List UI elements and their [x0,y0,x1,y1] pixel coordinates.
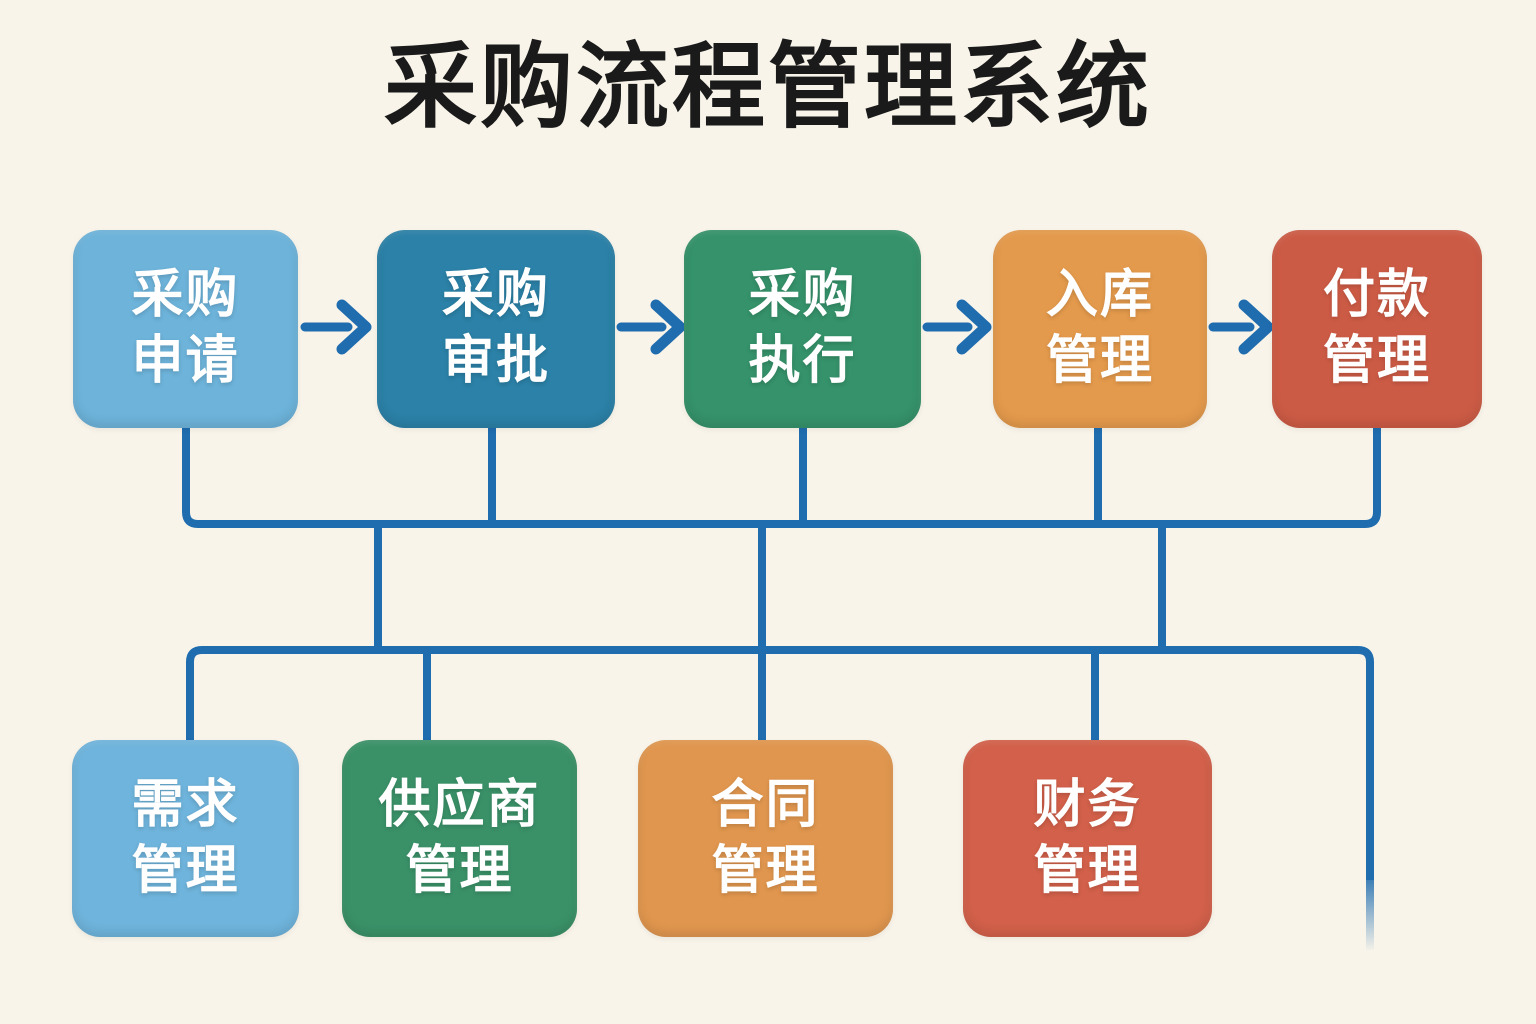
node-label-line: 财务 [1033,775,1142,834]
node-label-line: 审批 [441,332,550,390]
bus2-line [186,646,1374,880]
node-label-line: 管理 [1322,332,1431,390]
node-label-line: 采购 [748,266,857,325]
node-label-line: 需求 [131,775,240,834]
node-label-line: 管理 [1033,841,1142,900]
node-label-line: 管理 [1045,332,1154,390]
node-label-line: 管理 [405,841,514,900]
node-label-line: 执行 [748,332,857,390]
node-label-line: 供应商 [378,775,541,834]
node-payment-management: 付款 管理 [1272,230,1482,428]
node-purchase-approval: 采购 审批 [377,230,615,428]
flow-arrows [300,299,1274,355]
node-demand-management: 需求 管理 [72,740,299,937]
node-contract-management: 合同 管理 [638,740,893,937]
arrow-right-icon [922,299,992,355]
node-label-line: 管理 [131,841,240,900]
node-label-line: 付款 [1322,266,1431,325]
node-label-line: 采购 [131,266,240,325]
node-label-line: 入库 [1045,266,1154,325]
page-title: 采购流程管理系统 [384,35,1152,139]
connector-lines [182,428,1381,880]
bus1-line [182,428,1381,528]
node-purchase-request: 采购 申请 [73,230,298,428]
node-label-line: 合同 [711,775,820,834]
node-label-line: 管理 [711,841,820,900]
arrow-right-icon [1208,299,1274,355]
node-label-line: 申请 [131,332,240,390]
node-label-line: 采购 [441,266,550,325]
arrow-right-icon [616,299,686,355]
arrow-right-icon [300,299,372,355]
node-warehouse-management: 入库 管理 [993,230,1207,428]
node-finance-management: 财务 管理 [963,740,1212,937]
node-supplier-management: 供应商 管理 [342,740,577,937]
node-purchase-execution: 采购 执行 [684,230,921,428]
